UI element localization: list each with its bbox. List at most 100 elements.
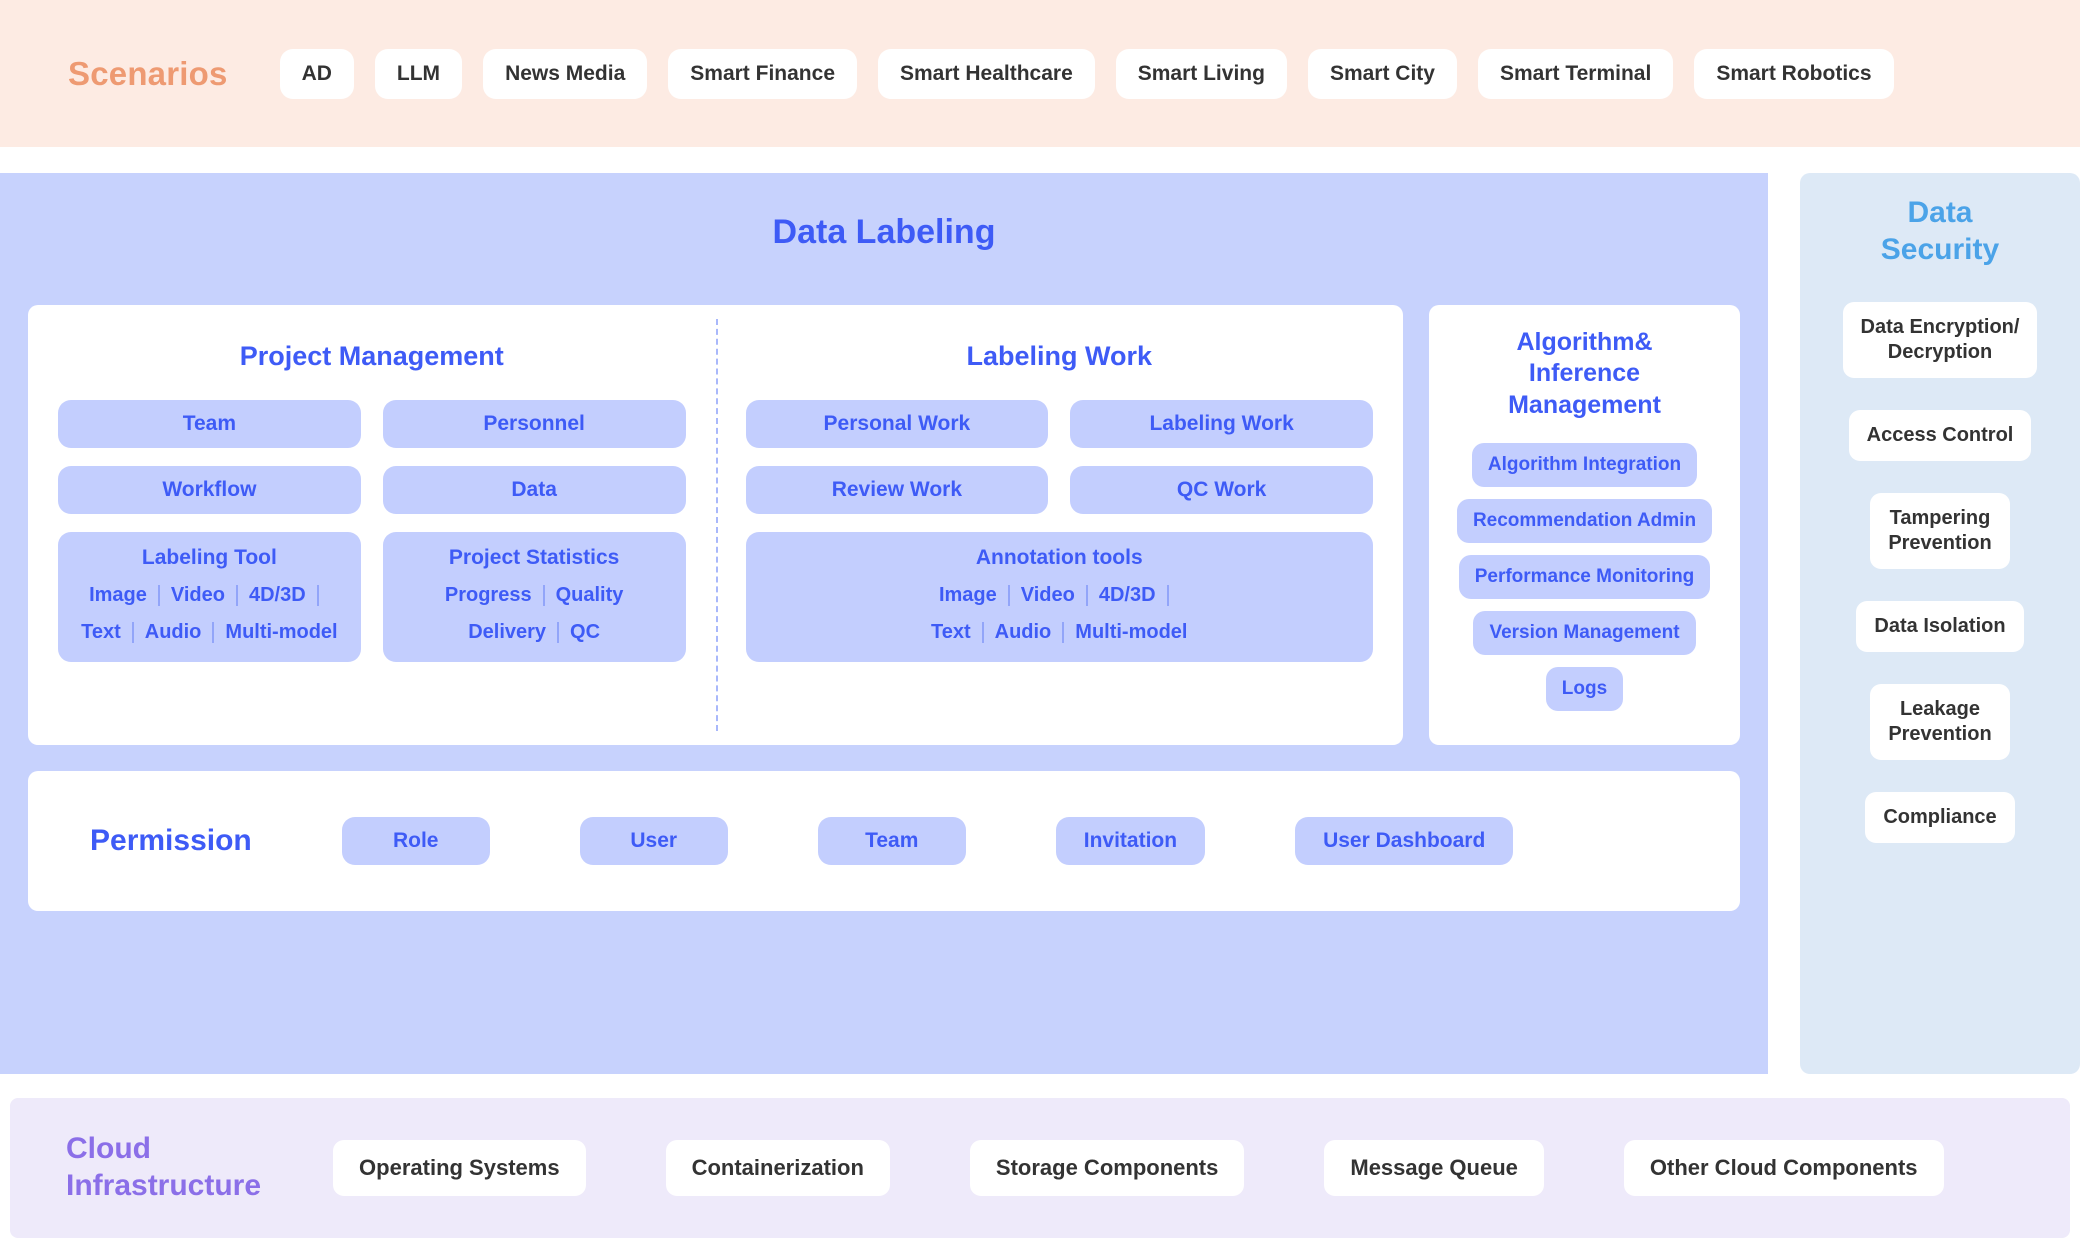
pill-invitation[interactable]: Invitation <box>1055 817 1206 865</box>
scenarios-title: Scenarios <box>68 54 228 92</box>
pill-data[interactable]: Data <box>382 466 686 514</box>
pill-access-control[interactable]: Access Control <box>1848 410 2032 462</box>
pill-operating-systems[interactable]: Operating Systems <box>333 1140 586 1196</box>
data-labeling-cards-row: Project Management Team Personnel Workfl… <box>28 305 1740 745</box>
separator-icon <box>316 585 319 606</box>
scenario-chip-smart-terminal[interactable]: Smart Terminal <box>1477 48 1674 99</box>
pill-data-isolation[interactable]: Data Isolation <box>1856 601 2024 653</box>
algorithm-inference-list: Algorithm Integration Recommendation Adm… <box>1445 442 1724 711</box>
scenario-chip-news-media[interactable]: News Media <box>483 48 648 99</box>
annotation-tools-block[interactable]: Annotation tools Image Video 4D/3D <box>745 532 1373 662</box>
pill-algorithm-integration[interactable]: Algorithm Integration <box>1471 442 1698 487</box>
labeling-tool-row2: Text Audio Multi-model <box>81 621 338 644</box>
project-management-column: Project Management Team Personnel Workfl… <box>28 305 716 745</box>
separator-icon <box>131 622 134 643</box>
separator-icon <box>212 622 215 643</box>
pill-version-management[interactable]: Version Management <box>1473 610 1696 655</box>
separator-icon <box>542 585 545 606</box>
cloud-infrastructure-list: Operating Systems Containerization Stora… <box>333 1140 1944 1196</box>
labeling-tool-4d3d: 4D/3D <box>248 584 306 606</box>
pill-recommendation-admin[interactable]: Recommendation Admin <box>1456 498 1713 543</box>
pill-team[interactable]: Team <box>58 400 361 448</box>
labeling-work-pill-grid: Personal Work Labeling Work Review Work … <box>716 400 1404 662</box>
pill-other-cloud-components[interactable]: Other Cloud Components <box>1623 1140 1944 1196</box>
annotation-tools-row1: Image Video 4D/3D <box>939 584 1180 607</box>
scenario-chip-smart-finance[interactable]: Smart Finance <box>668 48 857 99</box>
labeling-tool-block[interactable]: Labeling Tool Image Video 4D/3D <box>58 532 361 662</box>
separator-icon <box>157 585 160 606</box>
project-statistics-block[interactable]: Project Statistics Progress Quality Deli… <box>382 532 686 662</box>
annotation-multi-model: Multi-model <box>1075 621 1188 643</box>
pill-logs[interactable]: Logs <box>1545 666 1624 711</box>
annotation-video: Video <box>1020 584 1075 606</box>
labeling-tool-video: Video <box>170 584 225 606</box>
labeling-tool-image: Image <box>89 584 147 606</box>
scenario-chip-smart-living[interactable]: Smart Living <box>1115 48 1287 99</box>
labeling-tool-title: Labeling Tool <box>141 546 277 569</box>
annotation-image: Image <box>938 584 997 606</box>
pill-compliance[interactable]: Compliance <box>1865 792 2015 844</box>
column-divider <box>715 319 718 731</box>
main-row: Data Labeling Project Management Team Pe… <box>0 173 2080 1074</box>
labeling-work-column: Labeling Work Personal Work Labeling Wor… <box>716 305 1404 745</box>
pill-user-dashboard[interactable]: User Dashboard <box>1295 817 1514 865</box>
project-statistics-row1: Progress Quality <box>444 584 624 607</box>
stat-progress: Progress <box>444 584 532 606</box>
pill-performance-monitoring[interactable]: Performance Monitoring <box>1458 554 1711 599</box>
labeling-tool-row1: Image Video 4D/3D <box>89 584 330 607</box>
data-security-list: Data Encryption/Decryption Access Contro… <box>1800 302 2080 844</box>
labeling-tool-audio: Audio <box>144 621 202 643</box>
stat-qc: QC <box>570 621 601 643</box>
project-statistics-title: Project Statistics <box>448 546 620 569</box>
permission-title: Permission <box>90 824 252 857</box>
pill-user[interactable]: User <box>579 817 728 865</box>
pill-storage-components[interactable]: Storage Components <box>969 1140 1245 1196</box>
pill-message-queue[interactable]: Message Queue <box>1324 1140 1544 1196</box>
annotation-4d3d: 4D/3D <box>1098 584 1156 606</box>
pill-data-encryption-decryption[interactable]: Data Encryption/Decryption <box>1842 302 2038 379</box>
pill-team[interactable]: Team <box>817 817 966 865</box>
scenario-chip-list: AD LLM News Media Smart Finance Smart He… <box>279 48 1894 99</box>
annotation-tools-row2: Text Audio Multi-model <box>931 621 1188 644</box>
scenario-chip-ad[interactable]: AD <box>279 48 354 99</box>
scenarios-bar: Scenarios AD LLM News Media Smart Financ… <box>0 0 2080 147</box>
separator-icon <box>235 585 238 606</box>
annotation-audio: Audio <box>994 621 1052 643</box>
scenario-chip-smart-healthcare[interactable]: Smart Healthcare <box>878 48 1095 99</box>
data-labeling-panel: Data Labeling Project Management Team Pe… <box>0 173 1768 1074</box>
pill-labeling-work[interactable]: Labeling Work <box>1070 400 1373 448</box>
pill-personnel[interactable]: Personnel <box>382 400 686 448</box>
annotation-text: Text <box>930 621 971 643</box>
pill-containerization[interactable]: Containerization <box>665 1140 890 1196</box>
labeling-tool-multi-model: Multi-model <box>225 621 338 643</box>
scenario-chip-llm[interactable]: LLM <box>374 48 463 99</box>
separator-icon <box>1007 585 1010 606</box>
scenario-chip-smart-city[interactable]: Smart City <box>1307 48 1457 99</box>
permission-item-list: Role User Team Invitation User Dashboard <box>341 817 1514 865</box>
pill-qc-work[interactable]: QC Work <box>1070 466 1373 514</box>
separator-icon <box>1166 585 1169 606</box>
labeling-work-title: Labeling Work <box>966 341 1153 371</box>
labeling-tool-text: Text <box>81 621 121 643</box>
pill-workflow[interactable]: Workflow <box>58 466 361 514</box>
pill-role[interactable]: Role <box>341 817 490 865</box>
project-statistics-row2: Delivery QC <box>468 621 600 644</box>
project-and-labeling-card: Project Management Team Personnel Workfl… <box>28 305 1403 745</box>
separator-icon <box>1085 585 1088 606</box>
stat-quality: Quality <box>555 584 624 606</box>
pill-personal-work[interactable]: Personal Work <box>745 400 1049 448</box>
scenario-chip-smart-robotics[interactable]: Smart Robotics <box>1694 48 1894 99</box>
annotation-tools-title: Annotation tools <box>975 546 1143 569</box>
pill-review-work[interactable]: Review Work <box>745 466 1049 514</box>
separator-icon <box>1062 622 1065 643</box>
permission-card: Permission Role User Team Invitation Use… <box>28 771 1740 911</box>
